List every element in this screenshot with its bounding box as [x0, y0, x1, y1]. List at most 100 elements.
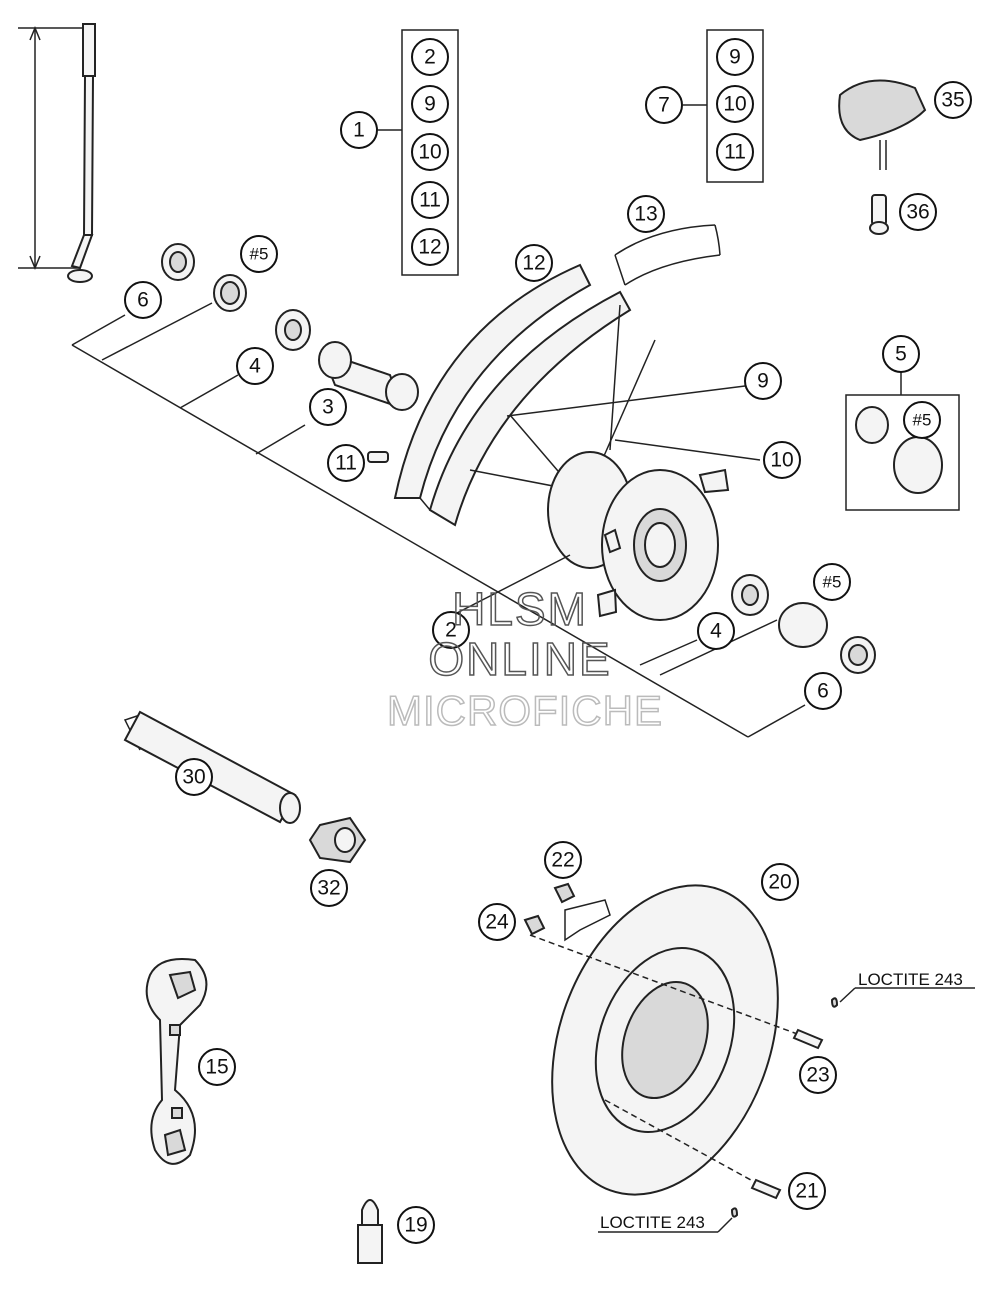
svg-text:9: 9 [729, 46, 741, 69]
svg-text:HLSM: HLSM [452, 583, 588, 635]
seal-kit-box [845, 370, 960, 511]
callout-12: 12 [411, 228, 449, 266]
svg-text:9: 9 [424, 93, 436, 116]
loctite-label-top: LOCTITE 243 [839, 970, 975, 1003]
callout-36: 36 [899, 193, 937, 231]
tire-section [614, 224, 721, 286]
watermark: HLSM ONLINE MICROFICHE [386, 582, 663, 735]
svg-text:LOCTITE 243: LOCTITE 243 [600, 1213, 705, 1232]
svg-text:22: 22 [551, 849, 574, 872]
callout-9: 9 [744, 362, 782, 400]
svg-text:36: 36 [906, 201, 929, 224]
callout-11: 11 [327, 444, 365, 482]
callout-4: 4 [236, 347, 274, 385]
callout-11: 11 [411, 181, 449, 219]
svg-text:12: 12 [418, 236, 441, 259]
svg-text:#5: #5 [250, 245, 269, 264]
svg-text:5: 5 [895, 343, 907, 366]
callout-15: 15 [198, 1048, 236, 1086]
callout-9: 9 [716, 38, 754, 76]
callout-19: 19 [397, 1206, 435, 1244]
svg-text:MICROFICHE: MICROFICHE [387, 687, 663, 734]
svg-text:11: 11 [419, 189, 441, 212]
brake-disc-part [529, 884, 801, 1196]
svg-text:ONLINE: ONLINE [428, 633, 611, 685]
callout-21: 21 [788, 1172, 826, 1210]
loctite-label-bottom: LOCTITE 243 [598, 1213, 733, 1233]
callout-3: 3 [309, 388, 347, 426]
loctite-tube-part [357, 1199, 383, 1264]
callout-30: 30 [175, 758, 213, 796]
svg-text:#5: #5 [913, 411, 932, 430]
svg-text:30: 30 [182, 766, 205, 789]
svg-text:23: 23 [806, 1064, 829, 1087]
right-bearing-set [731, 574, 876, 674]
hub-part [547, 451, 730, 621]
callout-6: 6 [804, 672, 842, 710]
callout-1: 1 [340, 111, 378, 149]
callout-10: 10 [411, 133, 449, 171]
callout-6: 6 [124, 281, 162, 319]
svg-text:4: 4 [249, 355, 261, 378]
callout-12: 12 [515, 244, 553, 282]
svg-text:11: 11 [724, 141, 746, 164]
svg-text:2: 2 [445, 619, 457, 642]
callout-2: 2 [432, 611, 470, 649]
svg-text:10: 10 [418, 141, 441, 164]
left-bearing-set [161, 243, 419, 463]
callout-24: 24 [478, 903, 516, 941]
axle-nut-part [308, 816, 367, 864]
callout-10: 10 [763, 441, 801, 479]
svg-text:20: 20 [768, 871, 791, 894]
callout-5-ref: #5 [240, 235, 278, 273]
svg-text:9: 9 [757, 370, 769, 393]
svg-text:4: 4 [710, 620, 722, 643]
svg-text:#5: #5 [823, 573, 842, 592]
svg-text:21: 21 [795, 1180, 818, 1203]
callout-35: 35 [934, 81, 972, 119]
svg-text:12: 12 [522, 252, 545, 275]
svg-text:LOCTITE 243: LOCTITE 243 [858, 970, 963, 989]
svg-text:2: 2 [424, 46, 436, 69]
svg-text:6: 6 [817, 680, 829, 703]
svg-text:19: 19 [404, 1214, 427, 1237]
svg-text:1: 1 [353, 119, 365, 142]
leader-lines [71, 302, 806, 738]
svg-text:7: 7 [658, 94, 670, 117]
rim-part [393, 263, 632, 527]
callout-22: 22 [544, 841, 582, 879]
valve-cap-part [838, 79, 927, 170]
callout-11: 11 [716, 133, 754, 171]
kit-group-1 [378, 29, 459, 276]
disc-bolts [730, 997, 839, 1218]
svg-text:11: 11 [335, 452, 357, 475]
callout-13: 13 [627, 195, 665, 233]
axle-part [123, 710, 301, 824]
svg-text:6: 6 [137, 289, 149, 312]
callout-5: 5 [882, 335, 920, 373]
svg-text:35: 35 [941, 89, 964, 112]
wrench-part [145, 958, 208, 1165]
valve-part [869, 194, 889, 235]
callout-7: 7 [645, 86, 683, 124]
callout-32: 32 [310, 869, 348, 907]
svg-text:13: 13 [634, 203, 657, 226]
svg-text:10: 10 [723, 93, 746, 116]
callout-4: 4 [697, 612, 735, 650]
kit-group-7 [683, 29, 764, 183]
svg-text:3: 3 [322, 396, 334, 419]
svg-text:24: 24 [485, 911, 509, 934]
disc-bracket [523, 882, 611, 942]
callout-5-ref: #5 [903, 401, 941, 439]
callout-23: 23 [799, 1056, 837, 1094]
callout-20: 20 [761, 863, 799, 901]
spoke-part [18, 23, 96, 283]
callout-2: 2 [411, 38, 449, 76]
svg-text:32: 32 [317, 877, 340, 900]
callout-5-ref: #5 [813, 563, 851, 601]
svg-text:15: 15 [205, 1056, 228, 1079]
svg-text:10: 10 [770, 449, 793, 472]
callout-10: 10 [716, 85, 754, 123]
